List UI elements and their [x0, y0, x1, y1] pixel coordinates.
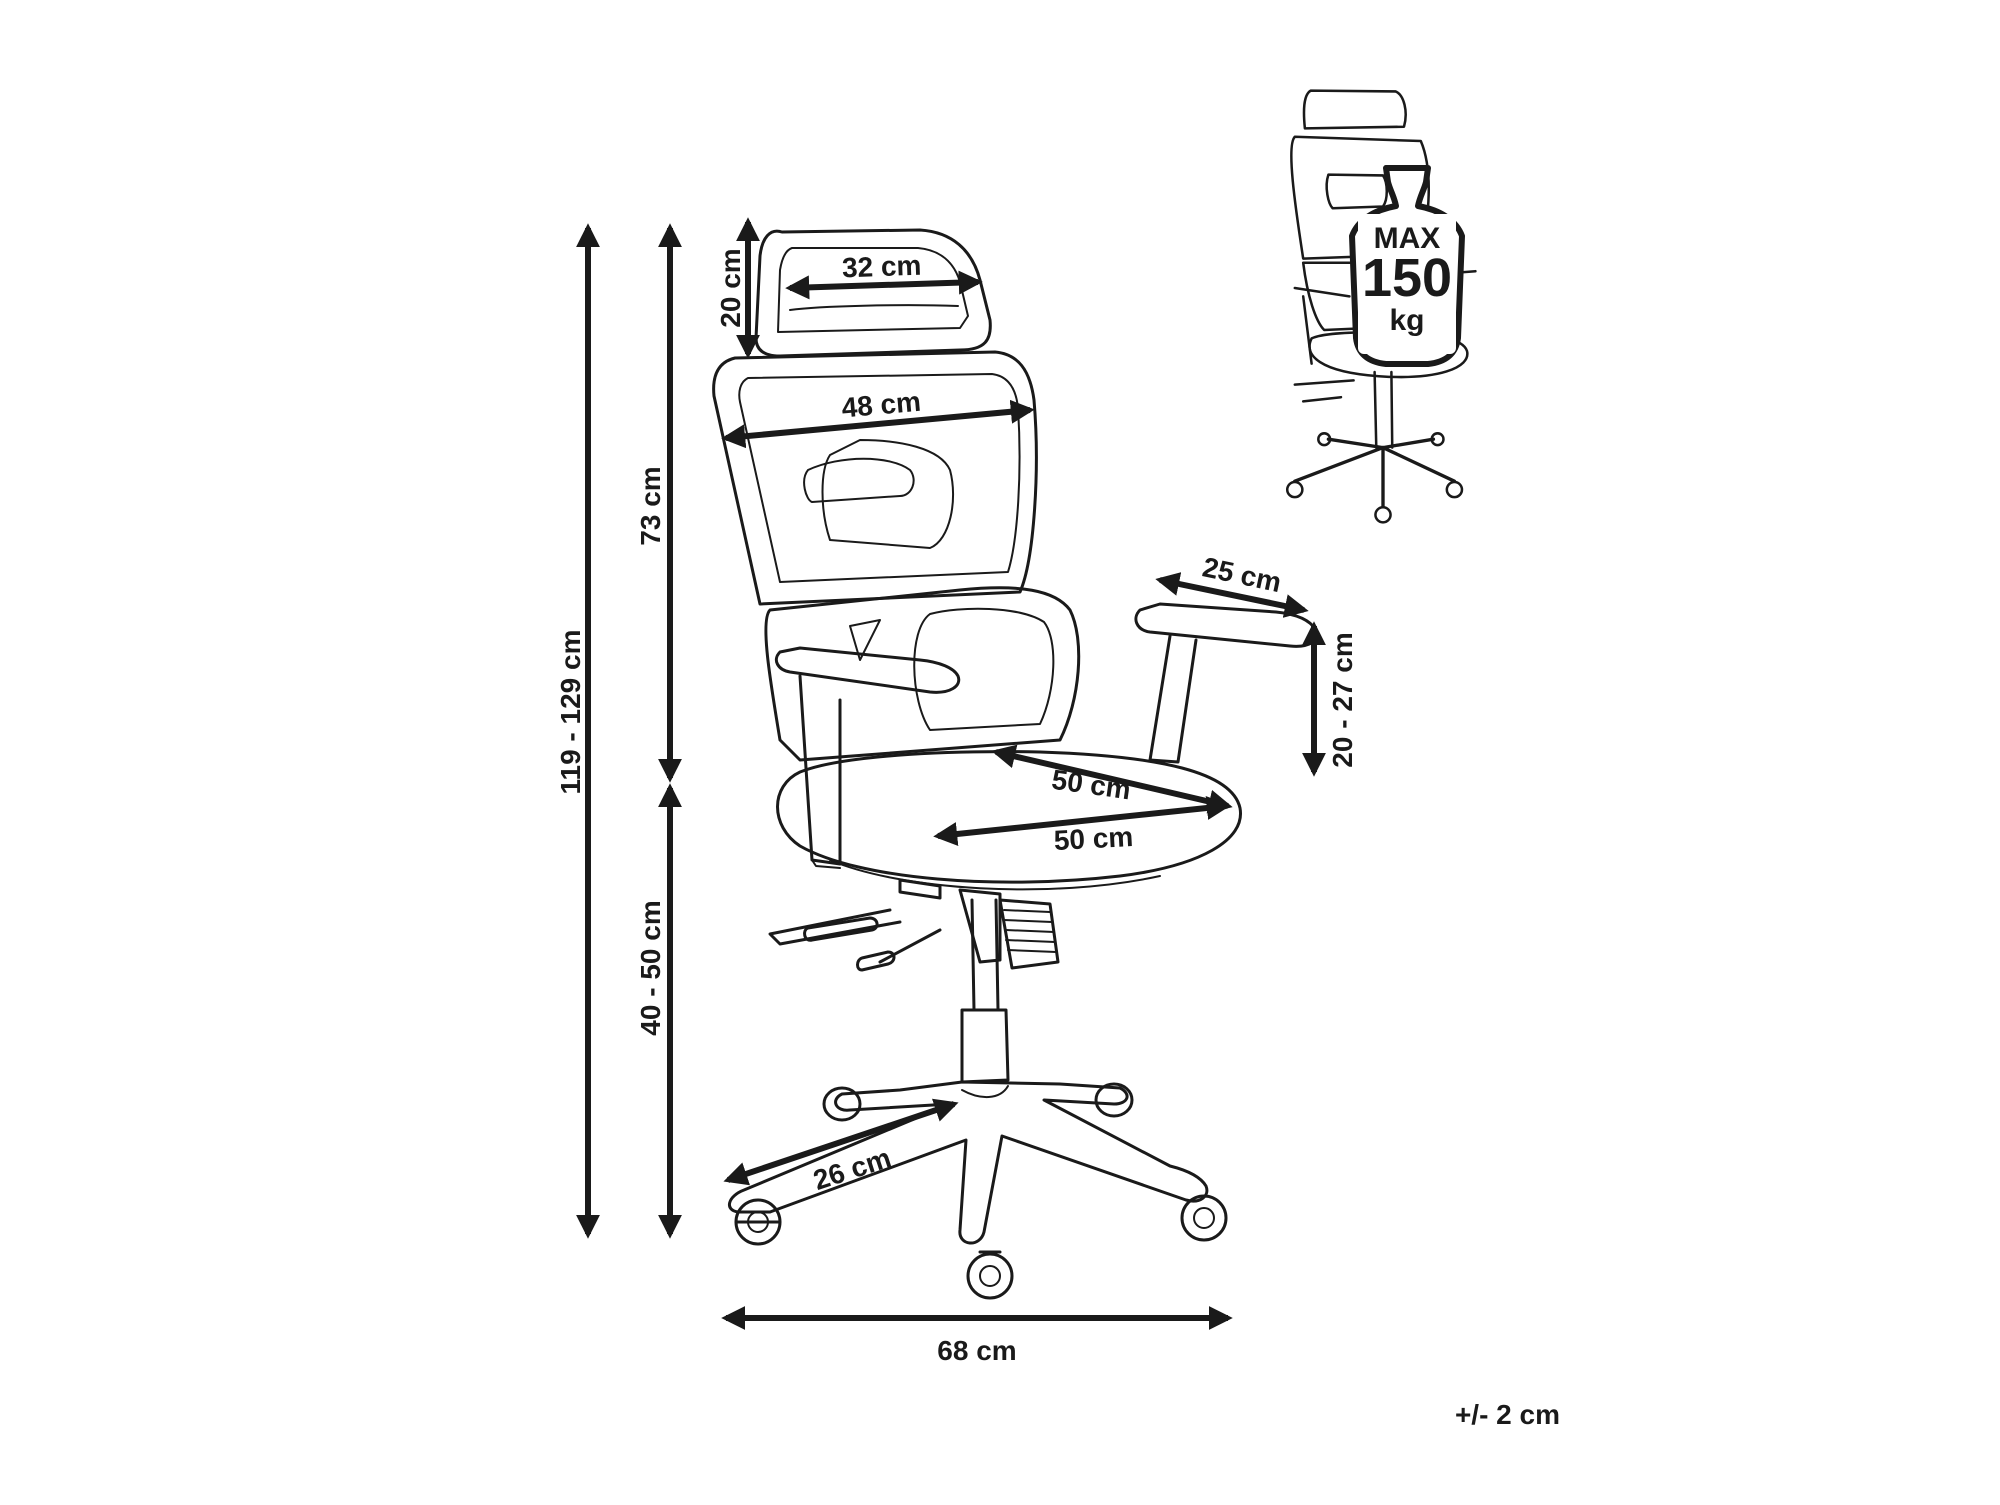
caster-left: [734, 1198, 782, 1246]
max-load-unit: kg: [1389, 304, 1424, 337]
caster-front: [966, 1250, 1014, 1300]
main-chair-drawing: [712, 228, 1319, 1300]
dim-seat-width: [933, 796, 1231, 846]
dimension-labels: 32 cm 20 cm 48 cm 73 cm 119 - 129 cm 40 …: [555, 248, 1560, 1430]
label-headrest-width: 32 cm: [841, 250, 921, 284]
label-headrest-height: 20 cm: [715, 248, 746, 327]
max-load-prefix: MAX: [1374, 222, 1441, 255]
label-seat-depth: 50 cm: [1050, 764, 1133, 806]
backrest: [712, 350, 1038, 606]
max-load-badge: MAX 150 kg: [1349, 165, 1465, 367]
weight-icon: [1349, 165, 1465, 367]
chair-base: [728, 1080, 1209, 1245]
gas-lift: [960, 898, 1010, 1084]
seat: [776, 750, 1242, 891]
seat-mechanism: [768, 878, 1060, 972]
label-seat-width: 50 cm: [1053, 821, 1134, 856]
label-backrest-height: 73 cm: [635, 466, 666, 545]
label-base-width: 68 cm: [937, 1335, 1016, 1366]
headrest: [754, 228, 992, 358]
casters: [734, 1082, 1228, 1300]
dim-base-leg: [723, 1098, 959, 1186]
label-tolerance: +/- 2 cm: [1455, 1399, 1560, 1430]
label-seat-height: 40 - 50 cm: [635, 900, 666, 1035]
left-armrest: [774, 646, 961, 869]
label-total-height: 119 - 129 cm: [555, 629, 586, 794]
label-backrest-width: 48 cm: [840, 386, 922, 424]
right-armrest: [1134, 602, 1319, 764]
dimension-lines: [576, 217, 1326, 1330]
label-armrest-adjust: 20 - 27 cm: [1327, 632, 1358, 767]
caster-right: [1180, 1194, 1228, 1242]
lumbar-support: [764, 586, 1081, 762]
dim-headrest-width: [785, 270, 983, 300]
caster-back-right: [1094, 1082, 1134, 1118]
dim-backrest-width: [721, 399, 1035, 449]
max-load-value: 150: [1362, 248, 1452, 308]
dim-armrest-length: [1155, 572, 1309, 618]
